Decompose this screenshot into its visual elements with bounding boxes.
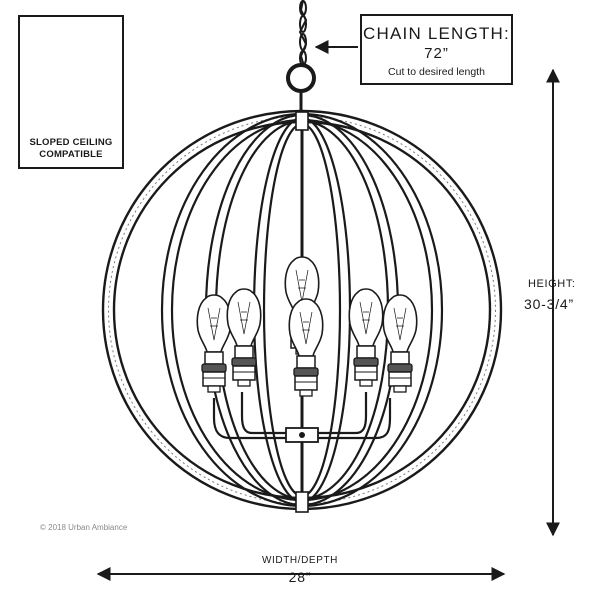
candle-arms bbox=[212, 390, 392, 440]
chain-length-callout: CHAIN LENGTH: 72” Cut to desired length bbox=[360, 14, 513, 85]
chain-length-value: 72” bbox=[424, 45, 449, 62]
copyright-text: © 2018 Urban Ambiance bbox=[40, 523, 128, 532]
height-label: HEIGHT: bbox=[528, 278, 576, 290]
sloped-ceiling-callout: SLOPED CEILING COMPATIBLE bbox=[18, 15, 124, 169]
hanging-ring bbox=[286, 63, 316, 93]
chain-length-note: Cut to desired length bbox=[388, 66, 485, 78]
chain-length-title: CHAIN LENGTH: bbox=[363, 24, 510, 43]
width-label: WIDTH/DEPTH bbox=[261, 555, 339, 566]
width-value: 28” bbox=[288, 569, 312, 585]
chain bbox=[298, 0, 308, 67]
sloped-ceiling-label: SLOPED CEILING COMPATIBLE bbox=[29, 137, 113, 160]
height-value: 30-3/4” bbox=[524, 296, 574, 312]
